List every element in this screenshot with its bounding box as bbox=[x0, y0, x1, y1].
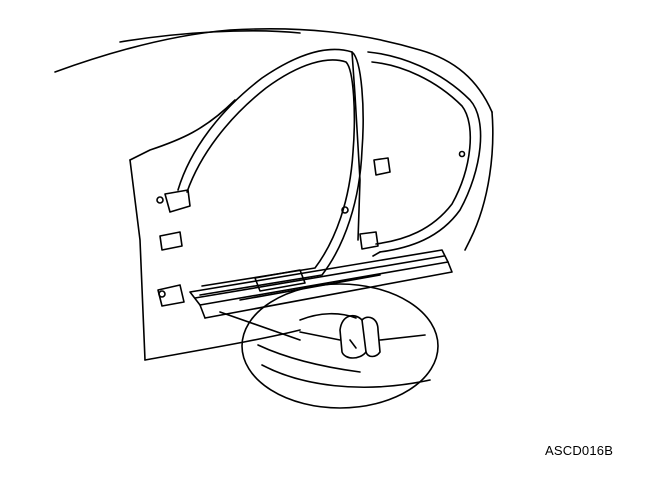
weatherstrip-detail-magnifier bbox=[241, 283, 439, 409]
front-door-opening bbox=[177, 48, 364, 296]
retaining-clips bbox=[156, 150, 466, 307]
rear-door-opening bbox=[367, 51, 482, 257]
door-sill-weatherstrip bbox=[189, 249, 453, 319]
vehicle-body-outline bbox=[54, 28, 494, 361]
figure-code-label: ASCD016B bbox=[545, 443, 614, 458]
